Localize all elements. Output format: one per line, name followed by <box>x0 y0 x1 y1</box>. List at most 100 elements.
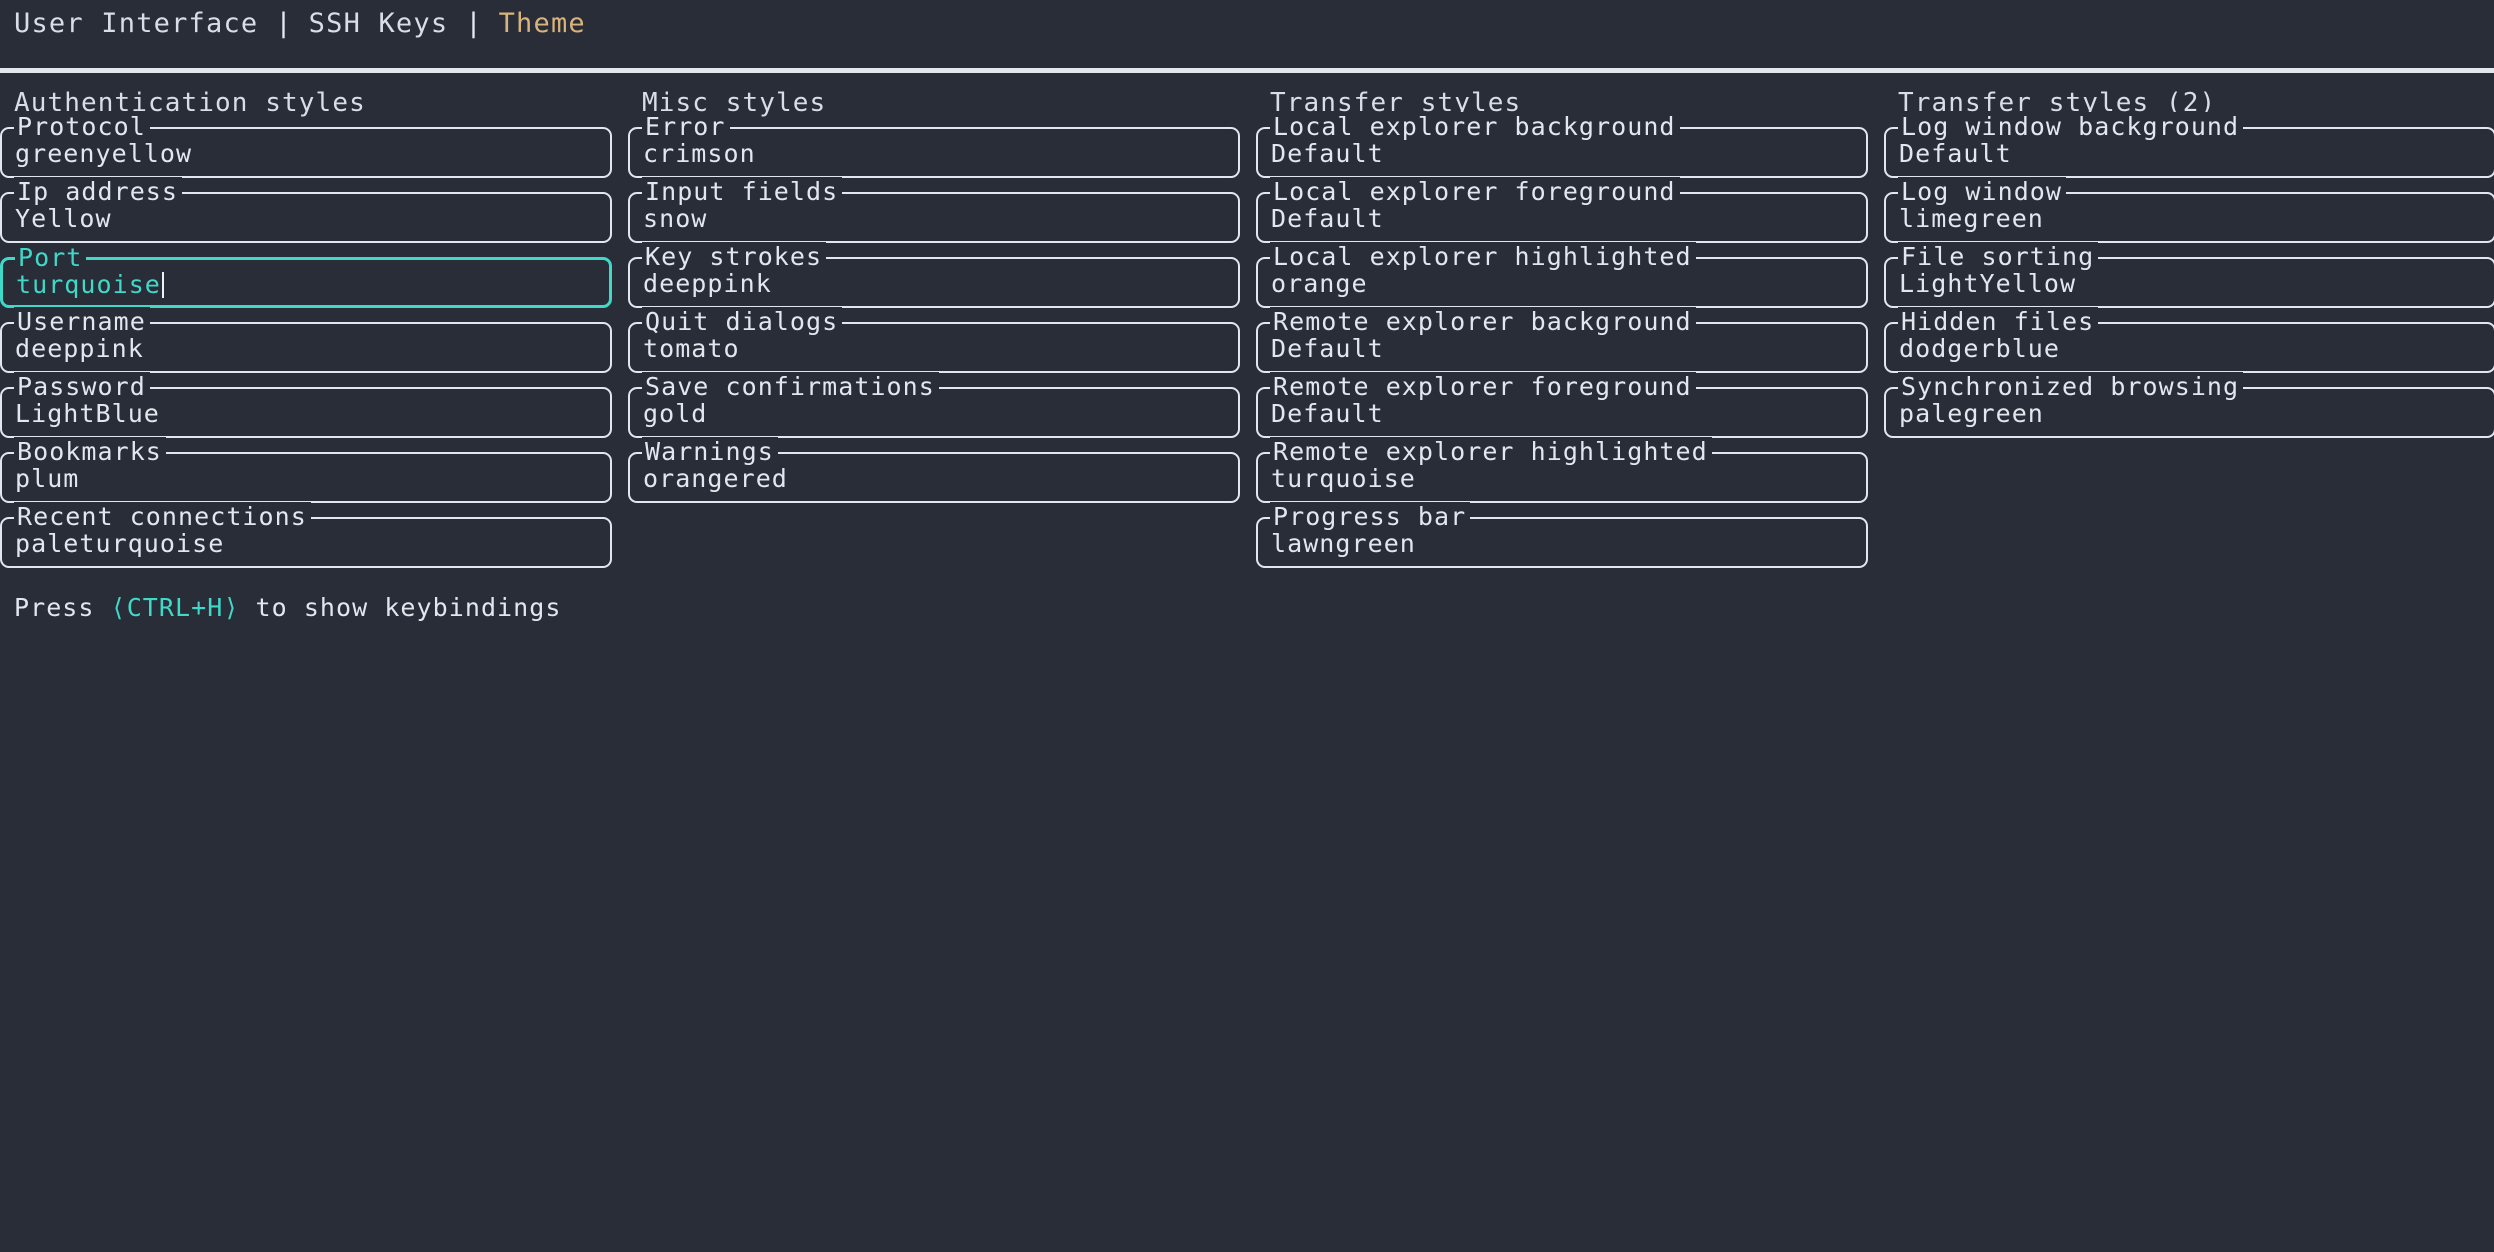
field-value[interactable]: limegreen <box>1899 203 2044 235</box>
field-value[interactable]: deeppink <box>643 268 772 300</box>
field-value[interactable]: orangered <box>643 463 788 495</box>
field-label: File sorting <box>1898 242 2099 272</box>
field-value-text: orangered <box>643 464 788 493</box>
field-label: Port <box>15 243 87 273</box>
hint-keybinding: ⟨CTRL+H⟩ <box>110 593 240 622</box>
field-value[interactable]: LightBlue <box>15 398 160 430</box>
field-label: Quit dialogs <box>642 307 843 337</box>
field-label: Local explorer background <box>1270 112 1680 142</box>
field-value[interactable]: lawngreen <box>1271 528 1416 560</box>
field-label: Input fields <box>642 177 843 207</box>
tab-theme[interactable]: Theme <box>498 8 586 39</box>
field-label: Key strokes <box>642 242 827 272</box>
settings-column: Transfer styles (2)Log window background… <box>1884 87 2494 582</box>
field-value-text: gold <box>643 399 708 428</box>
field-value[interactable]: snow <box>643 203 707 235</box>
field-value[interactable]: palegreen <box>1899 398 2044 430</box>
field-value-text: tomato <box>643 334 740 363</box>
field-label: Synchronized browsing <box>1898 372 2244 402</box>
field-value-text: palegreen <box>1899 399 2044 428</box>
field-value-text: LightBlue <box>15 399 160 428</box>
field-value-text: plum <box>15 464 80 493</box>
field-label: Remote explorer highlighted <box>1270 437 1712 467</box>
field-value-text: crimson <box>643 139 756 168</box>
field-label: Ip address <box>14 177 183 207</box>
field-value[interactable]: Default <box>1271 333 1384 365</box>
field-value-text: deeppink <box>15 334 144 363</box>
field-value-text: Default <box>1271 204 1384 233</box>
field-value-text: Yellow <box>15 204 112 233</box>
field-value[interactable]: gold <box>643 398 707 430</box>
field-value[interactable]: Default <box>1899 138 2012 170</box>
field-label: Local explorer foreground <box>1270 177 1680 207</box>
field-value[interactable]: dodgerblue <box>1899 333 2060 365</box>
keybindings-hint: Press ⟨CTRL+H⟩ to show keybindings <box>0 593 2494 622</box>
tab-user-interface[interactable]: User Interface <box>14 8 259 39</box>
field-value[interactable]: Default <box>1271 398 1384 430</box>
field-value[interactable]: plum <box>15 463 79 495</box>
field-label: Progress bar <box>1270 502 1471 532</box>
field-label: Save confirmations <box>642 372 939 402</box>
field-label: Remote explorer foreground <box>1270 372 1696 402</box>
field-value-text: orange <box>1271 269 1368 298</box>
field-value[interactable]: LightYellow <box>1899 268 2076 300</box>
field-value[interactable]: turquoise <box>16 269 164 301</box>
field-value[interactable]: Yellow <box>15 203 112 235</box>
tab-ssh-keys[interactable]: SSH Keys <box>308 8 449 39</box>
field-label: Protocol <box>14 112 150 142</box>
field-value[interactable]: Default <box>1271 203 1384 235</box>
field-value-text: limegreen <box>1899 204 2044 233</box>
field-value[interactable]: turquoise <box>1271 463 1416 495</box>
field-value-text: deeppink <box>643 269 772 298</box>
field-value-text: Default <box>1271 399 1384 428</box>
field-label: Username <box>14 307 150 337</box>
field-label: Recent connections <box>14 502 311 532</box>
text-cursor <box>161 272 164 298</box>
field-value-text: turquoise <box>1271 464 1416 493</box>
field-label: Log window background <box>1898 112 2244 142</box>
field-label: Bookmarks <box>14 437 166 467</box>
header-divider <box>0 68 2494 73</box>
field-label: Password <box>14 372 150 402</box>
field-value[interactable]: orange <box>1271 268 1368 300</box>
field-value[interactable]: paleturquoise <box>15 528 224 560</box>
field-value-text: Default <box>1899 139 2012 168</box>
field-value[interactable]: greenyellow <box>15 138 192 170</box>
field-value[interactable]: deeppink <box>15 333 144 365</box>
field-value[interactable]: crimson <box>643 138 756 170</box>
field-value[interactable]: tomato <box>643 333 740 365</box>
field-value-text: Default <box>1271 139 1384 168</box>
tab-separator: | <box>275 8 292 39</box>
field-value[interactable]: Default <box>1271 138 1384 170</box>
field-label: Remote explorer background <box>1270 307 1696 337</box>
